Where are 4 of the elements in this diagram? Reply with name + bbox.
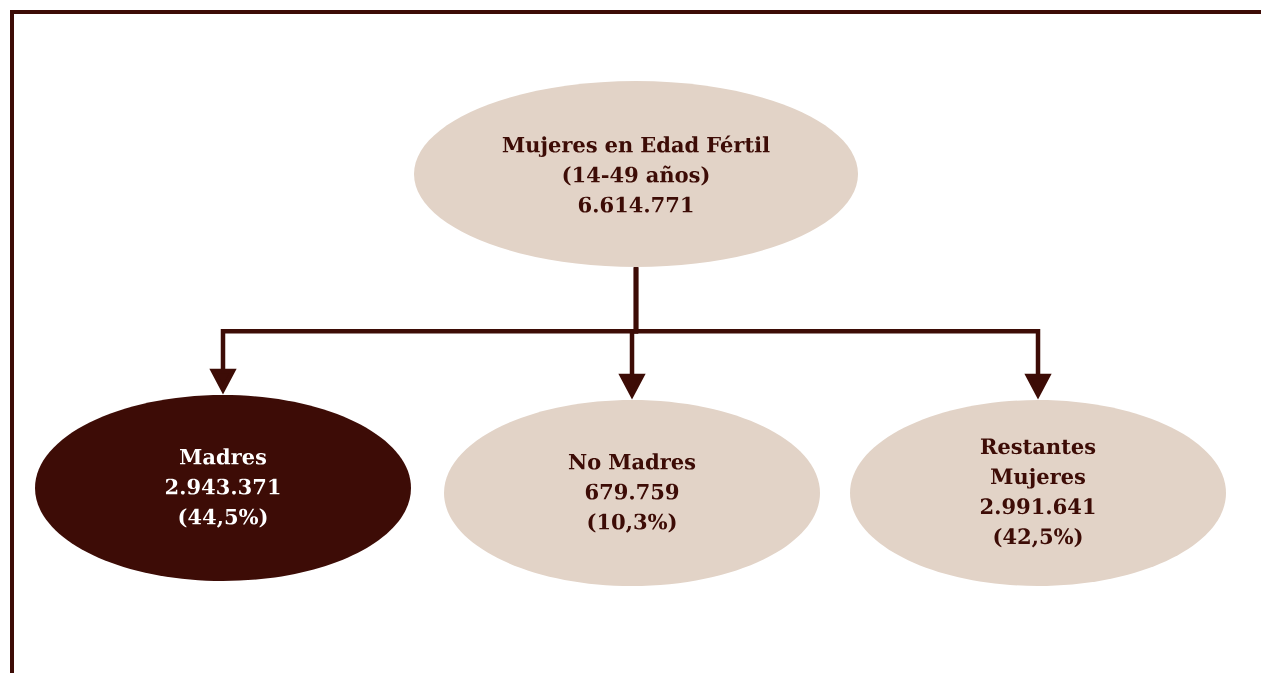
ellipse-node: Madres 2.943.371 (44,5%) [35, 395, 411, 581]
ellipse-node: No Madres 679.759 (10,3%) [444, 400, 820, 586]
ellipse-node: Restantes Mujeres 2.991.641 (42,5%) [850, 400, 1226, 586]
ellipse-node: Mujeres en Edad Fértil (14-49 años) 6.614.771 [414, 81, 858, 267]
